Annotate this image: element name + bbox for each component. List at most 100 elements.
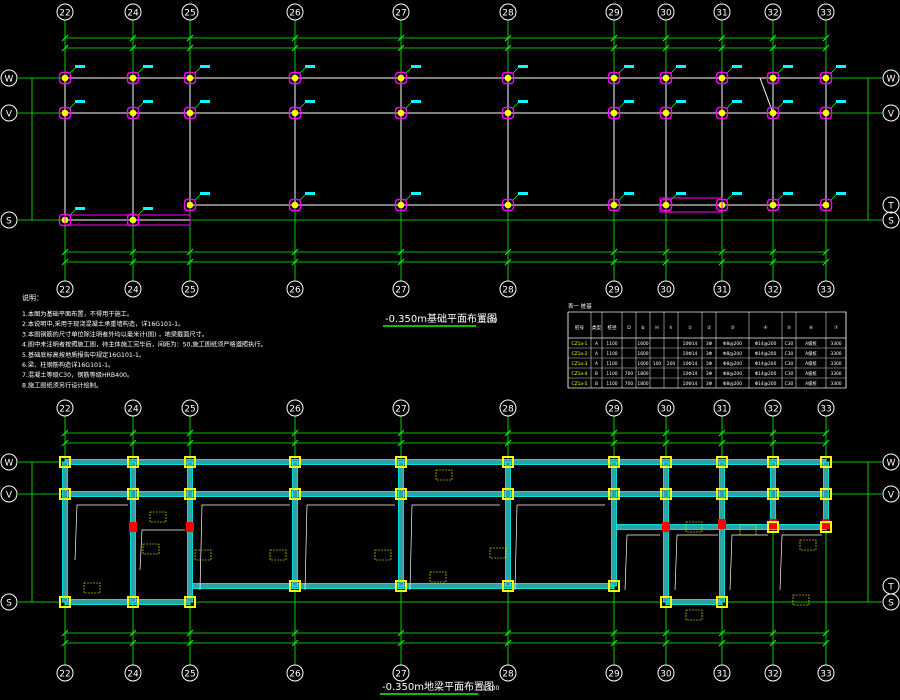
axis-bubble-circle bbox=[181, 664, 199, 682]
pile-cap bbox=[607, 65, 634, 85]
beam-annotation bbox=[194, 549, 212, 561]
pile-leader bbox=[618, 102, 625, 109]
table-cell: A级桩 bbox=[805, 380, 817, 387]
pile-cap bbox=[766, 65, 793, 85]
pile-cap bbox=[183, 192, 210, 212]
axis-bubble-top: 25 bbox=[181, 399, 199, 417]
pile-tag bbox=[75, 65, 85, 68]
slab-marker bbox=[139, 529, 185, 571]
dimension-tick bbox=[61, 439, 69, 447]
pile-cap bbox=[607, 100, 634, 120]
dimension-tick bbox=[397, 439, 405, 447]
dimension-tick bbox=[291, 258, 299, 266]
dimension-tick bbox=[291, 439, 299, 447]
dimension-tick bbox=[291, 248, 299, 256]
beam-annotation bbox=[489, 547, 507, 559]
pile-leader bbox=[299, 102, 306, 109]
ground-beam bbox=[398, 461, 404, 587]
axis-bubble-circle bbox=[56, 399, 74, 417]
dimension-tick bbox=[186, 258, 194, 266]
axis-bubble-label: 32 bbox=[767, 9, 778, 19]
axis-bubble-bottom: 29 bbox=[605, 664, 623, 682]
axis-bubble-top: 29 bbox=[605, 3, 623, 21]
pile-cap bbox=[501, 65, 528, 85]
axis-bubble-top: 28 bbox=[499, 399, 517, 417]
dimension-tick bbox=[822, 629, 830, 637]
axis-bubble-label: 29 bbox=[608, 9, 620, 19]
table-cell: 700 bbox=[625, 381, 634, 387]
axis-bubble-top: 25 bbox=[181, 3, 199, 21]
table-cell: 200 bbox=[667, 361, 676, 367]
axis-bubble-circle bbox=[124, 399, 142, 417]
axis-bubble-label: 33 bbox=[820, 9, 831, 19]
axis-bubble-bottom: 26 bbox=[286, 664, 304, 682]
axis-bubble-circle bbox=[56, 3, 74, 21]
pile-tag bbox=[732, 192, 742, 195]
table-header-cell: D bbox=[627, 325, 631, 331]
pile-tag bbox=[836, 192, 846, 195]
pile-cap-outline bbox=[394, 106, 408, 120]
dimension-tick bbox=[822, 639, 830, 647]
pile-cap bbox=[126, 100, 153, 120]
column bbox=[820, 521, 832, 533]
table-cell: A级桩 bbox=[805, 350, 817, 357]
pile-cap bbox=[819, 192, 846, 212]
dimension-tick bbox=[822, 34, 830, 42]
axis-bubble-label: W bbox=[887, 459, 896, 469]
dimension-tick bbox=[129, 258, 137, 266]
axis-bubble-bottom: 28 bbox=[499, 280, 517, 298]
axis-bubble-circle bbox=[0, 69, 18, 87]
slab-marker bbox=[729, 534, 768, 591]
axis-bubble-bottom: 30 bbox=[657, 280, 675, 298]
column bbox=[767, 521, 779, 533]
table-header-cell: ② bbox=[707, 325, 711, 331]
axis-bubble-label: 30 bbox=[660, 405, 672, 415]
dimension-tick bbox=[610, 258, 618, 266]
ground-beam bbox=[719, 461, 725, 603]
axis-bubble-top: 31 bbox=[713, 399, 731, 417]
pile-cap-outline bbox=[715, 106, 729, 120]
column bbox=[127, 488, 139, 500]
axis-bubble-bottom: 32 bbox=[764, 664, 782, 682]
column bbox=[59, 488, 71, 500]
pile-tag bbox=[75, 100, 85, 103]
pile-marker bbox=[662, 109, 670, 117]
pile-cap-outline bbox=[126, 106, 140, 120]
axis-bubble-label: 22 bbox=[59, 405, 70, 415]
dimension-tick bbox=[397, 429, 405, 437]
table-cell: Φ8@200 bbox=[723, 361, 742, 367]
pile-tag bbox=[518, 100, 528, 103]
axis-bubble-top: 22 bbox=[56, 399, 74, 417]
pile-leader bbox=[777, 102, 784, 109]
axis-bubble-circle bbox=[882, 593, 900, 611]
beam-annotation bbox=[142, 543, 160, 555]
table-cell: A bbox=[595, 341, 598, 347]
axis-bubble-label: 31 bbox=[716, 670, 727, 680]
ground-beam-plan-beams bbox=[62, 459, 830, 621]
row-bubble-right: T bbox=[882, 577, 900, 595]
pile-leader bbox=[194, 67, 201, 74]
pile-leader bbox=[194, 102, 201, 109]
pile-tag bbox=[732, 100, 742, 103]
column bbox=[395, 456, 407, 468]
pile-leader bbox=[405, 67, 412, 74]
beam-joint-marker bbox=[718, 519, 726, 529]
column bbox=[660, 488, 672, 500]
dimension-tick bbox=[769, 439, 777, 447]
table-cell: 1600 bbox=[637, 361, 648, 367]
axis-bubble-top: 24 bbox=[124, 399, 142, 417]
dimension-tick bbox=[504, 439, 512, 447]
pile-tag bbox=[200, 100, 210, 103]
dimension-tick bbox=[61, 44, 69, 52]
column bbox=[127, 456, 139, 468]
pile-marker bbox=[769, 109, 777, 117]
axis-bubble-label: 30 bbox=[660, 286, 672, 296]
slab-marker bbox=[304, 504, 395, 591]
pile-leader bbox=[405, 194, 412, 201]
pile-tag bbox=[518, 65, 528, 68]
dimension-tick bbox=[504, 44, 512, 52]
pile-cap-outline bbox=[607, 198, 621, 212]
dimension-tick bbox=[61, 629, 69, 637]
column bbox=[59, 456, 71, 468]
table-cell: 1800 bbox=[637, 381, 648, 387]
